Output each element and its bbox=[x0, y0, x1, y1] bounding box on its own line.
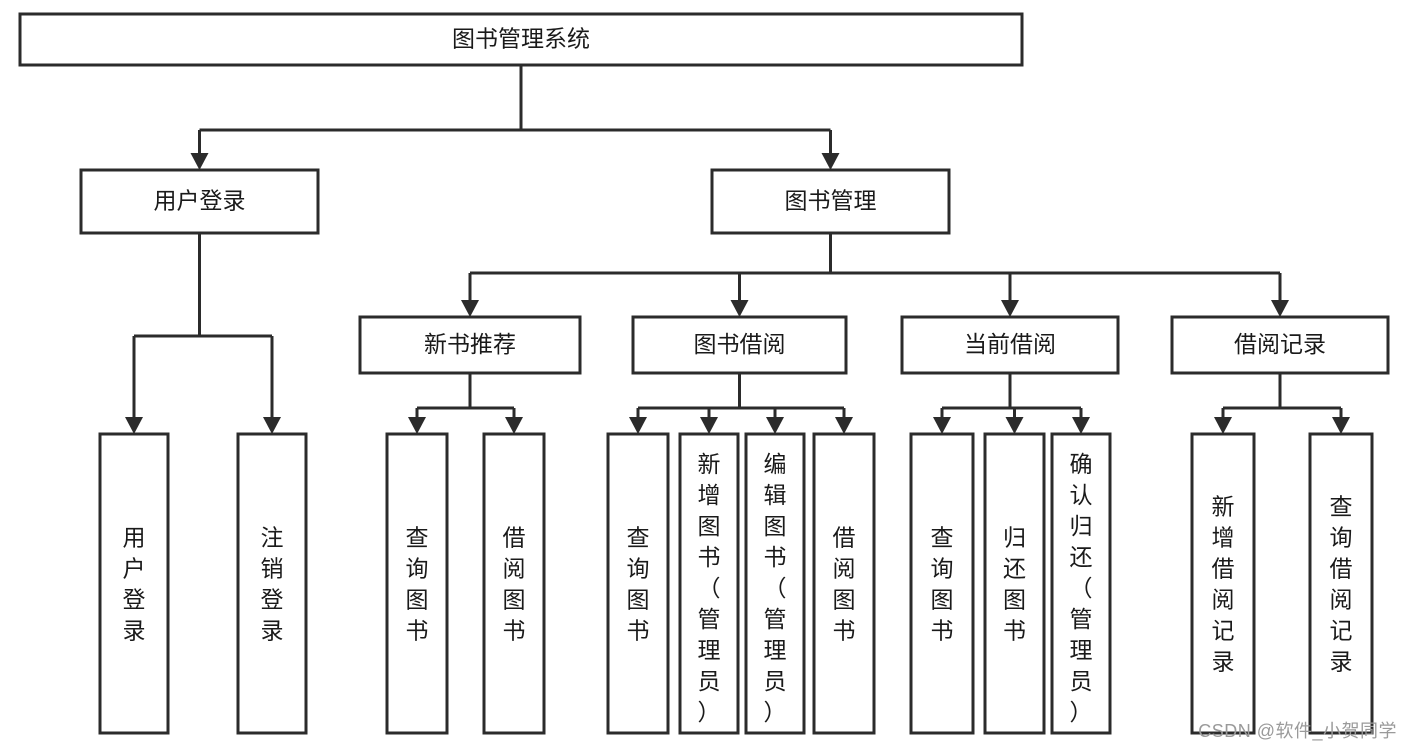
node-leaf-logout[interactable]: 注销登录 bbox=[236, 432, 308, 735]
connector-layer bbox=[125, 65, 1350, 434]
node-label-leaf-add-record: 新增借阅记录 bbox=[1212, 494, 1235, 675]
arrow-head-icon bbox=[835, 417, 853, 434]
node-label-leaf-edit-book: 编辑图书（管理员） bbox=[764, 451, 787, 725]
arrow-head-icon bbox=[821, 153, 840, 170]
arrow-head-icon bbox=[263, 417, 281, 434]
node-label-leaf-query-book-borrow: 查询图书 bbox=[627, 525, 650, 644]
node-box-leaf-query-record bbox=[1308, 432, 1374, 735]
node-label-borrow-records: 借阅记录 bbox=[1234, 331, 1326, 357]
node-box-leaf-query-book-rec bbox=[385, 432, 449, 735]
node-label-new-book-recommend: 新书推荐 bbox=[424, 331, 516, 357]
node-leaf-return-book[interactable]: 归还图书 bbox=[983, 432, 1046, 735]
node-leaf-user-login[interactable]: 用户登录 bbox=[98, 432, 170, 735]
node-box-borrow-records bbox=[1170, 315, 1390, 375]
node-box-leaf-logout bbox=[236, 432, 308, 735]
node-label-leaf-logout: 注销登录 bbox=[261, 525, 284, 644]
node-box-leaf-edit-book bbox=[744, 432, 806, 735]
node-leaf-edit-book[interactable]: 编辑图书（管理员） bbox=[744, 432, 806, 735]
node-leaf-confirm-return[interactable]: 确认归还（管理员） bbox=[1050, 432, 1112, 735]
node-box-current-borrow bbox=[900, 315, 1120, 375]
node-label-leaf-confirm-return: 确认归还（管理员） bbox=[1070, 451, 1093, 725]
node-label-leaf-user-login: 用户登录 bbox=[123, 525, 146, 644]
node-label-book-borrow: 图书借阅 bbox=[694, 331, 786, 357]
node-label-leaf-add-book: 新增图书（管理员） bbox=[698, 451, 721, 725]
node-box-book-manage bbox=[710, 168, 951, 235]
arrow-head-icon bbox=[190, 153, 209, 170]
arrow-head-icon bbox=[629, 417, 647, 434]
node-label-leaf-query-book-current: 查询图书 bbox=[931, 525, 954, 644]
node-box-leaf-add-book bbox=[678, 432, 740, 735]
arrow-head-icon bbox=[1001, 300, 1019, 317]
node-leaf-borrow-book[interactable]: 借阅图书 bbox=[812, 432, 876, 735]
arrow-head-icon bbox=[766, 417, 784, 434]
node-leaf-query-book-current[interactable]: 查询图书 bbox=[909, 432, 975, 735]
arrow-head-icon bbox=[1072, 417, 1090, 434]
arrow-head-icon bbox=[408, 417, 426, 434]
node-leaf-query-book-borrow[interactable]: 查询图书 bbox=[606, 432, 670, 735]
node-box-leaf-borrow-book-rec bbox=[482, 432, 546, 735]
node-box-new-book-recommend bbox=[358, 315, 582, 375]
node-leaf-add-record[interactable]: 新增借阅记录 bbox=[1190, 432, 1256, 735]
node-leaf-query-book-rec[interactable]: 查询图书 bbox=[385, 432, 449, 735]
node-box-leaf-confirm-return bbox=[1050, 432, 1112, 735]
node-box-user-login bbox=[79, 168, 320, 235]
arrow-head-icon bbox=[1005, 417, 1024, 434]
node-leaf-add-book[interactable]: 新增图书（管理员） bbox=[678, 432, 740, 735]
node-label-leaf-borrow-book: 借阅图书 bbox=[833, 525, 856, 644]
arrow-head-icon bbox=[125, 417, 143, 434]
node-label-leaf-query-book-rec: 查询图书 bbox=[406, 525, 429, 644]
node-box-leaf-add-record bbox=[1190, 432, 1256, 735]
arrow-head-icon bbox=[933, 417, 951, 434]
node-label-current-borrow: 当前借阅 bbox=[964, 331, 1056, 357]
node-box-root bbox=[18, 12, 1024, 67]
node-user-login[interactable]: 用户登录 bbox=[79, 168, 320, 235]
node-label-leaf-borrow-book-rec: 借阅图书 bbox=[503, 525, 526, 644]
node-box-book-borrow bbox=[631, 315, 848, 375]
node-label-user-login: 用户登录 bbox=[154, 188, 246, 214]
node-box-leaf-borrow-book bbox=[812, 432, 876, 735]
node-book-manage[interactable]: 图书管理 bbox=[710, 168, 951, 235]
node-new-book-recommend[interactable]: 新书推荐 bbox=[358, 315, 582, 375]
node-leaf-borrow-book-rec[interactable]: 借阅图书 bbox=[482, 432, 546, 735]
node-root[interactable]: 图书管理系统 bbox=[18, 12, 1024, 67]
node-box-leaf-query-book-borrow bbox=[606, 432, 670, 735]
node-book-borrow[interactable]: 图书借阅 bbox=[631, 315, 848, 375]
arrow-head-icon bbox=[505, 417, 523, 434]
node-current-borrow[interactable]: 当前借阅 bbox=[900, 315, 1120, 375]
node-box-leaf-query-book-current bbox=[909, 432, 975, 735]
node-box-leaf-return-book bbox=[983, 432, 1046, 735]
node-leaf-query-record[interactable]: 查询借阅记录 bbox=[1308, 432, 1374, 735]
node-label-root: 图书管理系统 bbox=[452, 26, 590, 52]
arrow-head-icon bbox=[461, 300, 479, 317]
node-box-leaf-user-login bbox=[98, 432, 170, 735]
node-label-leaf-return-book: 归还图书 bbox=[1003, 525, 1026, 644]
node-label-leaf-query-record: 查询借阅记录 bbox=[1330, 494, 1353, 675]
arrow-head-icon bbox=[1214, 417, 1232, 434]
arrow-head-icon bbox=[700, 417, 718, 434]
arrow-head-icon bbox=[1332, 417, 1350, 434]
node-label-book-manage: 图书管理 bbox=[785, 188, 877, 214]
arrow-head-icon bbox=[1271, 300, 1289, 317]
node-borrow-records[interactable]: 借阅记录 bbox=[1170, 315, 1390, 375]
node-layer: 图书管理系统用户登录图书管理新书推荐图书借阅当前借阅借阅记录用户登录注销登录查询… bbox=[18, 12, 1390, 735]
arrow-head-icon bbox=[730, 300, 749, 317]
